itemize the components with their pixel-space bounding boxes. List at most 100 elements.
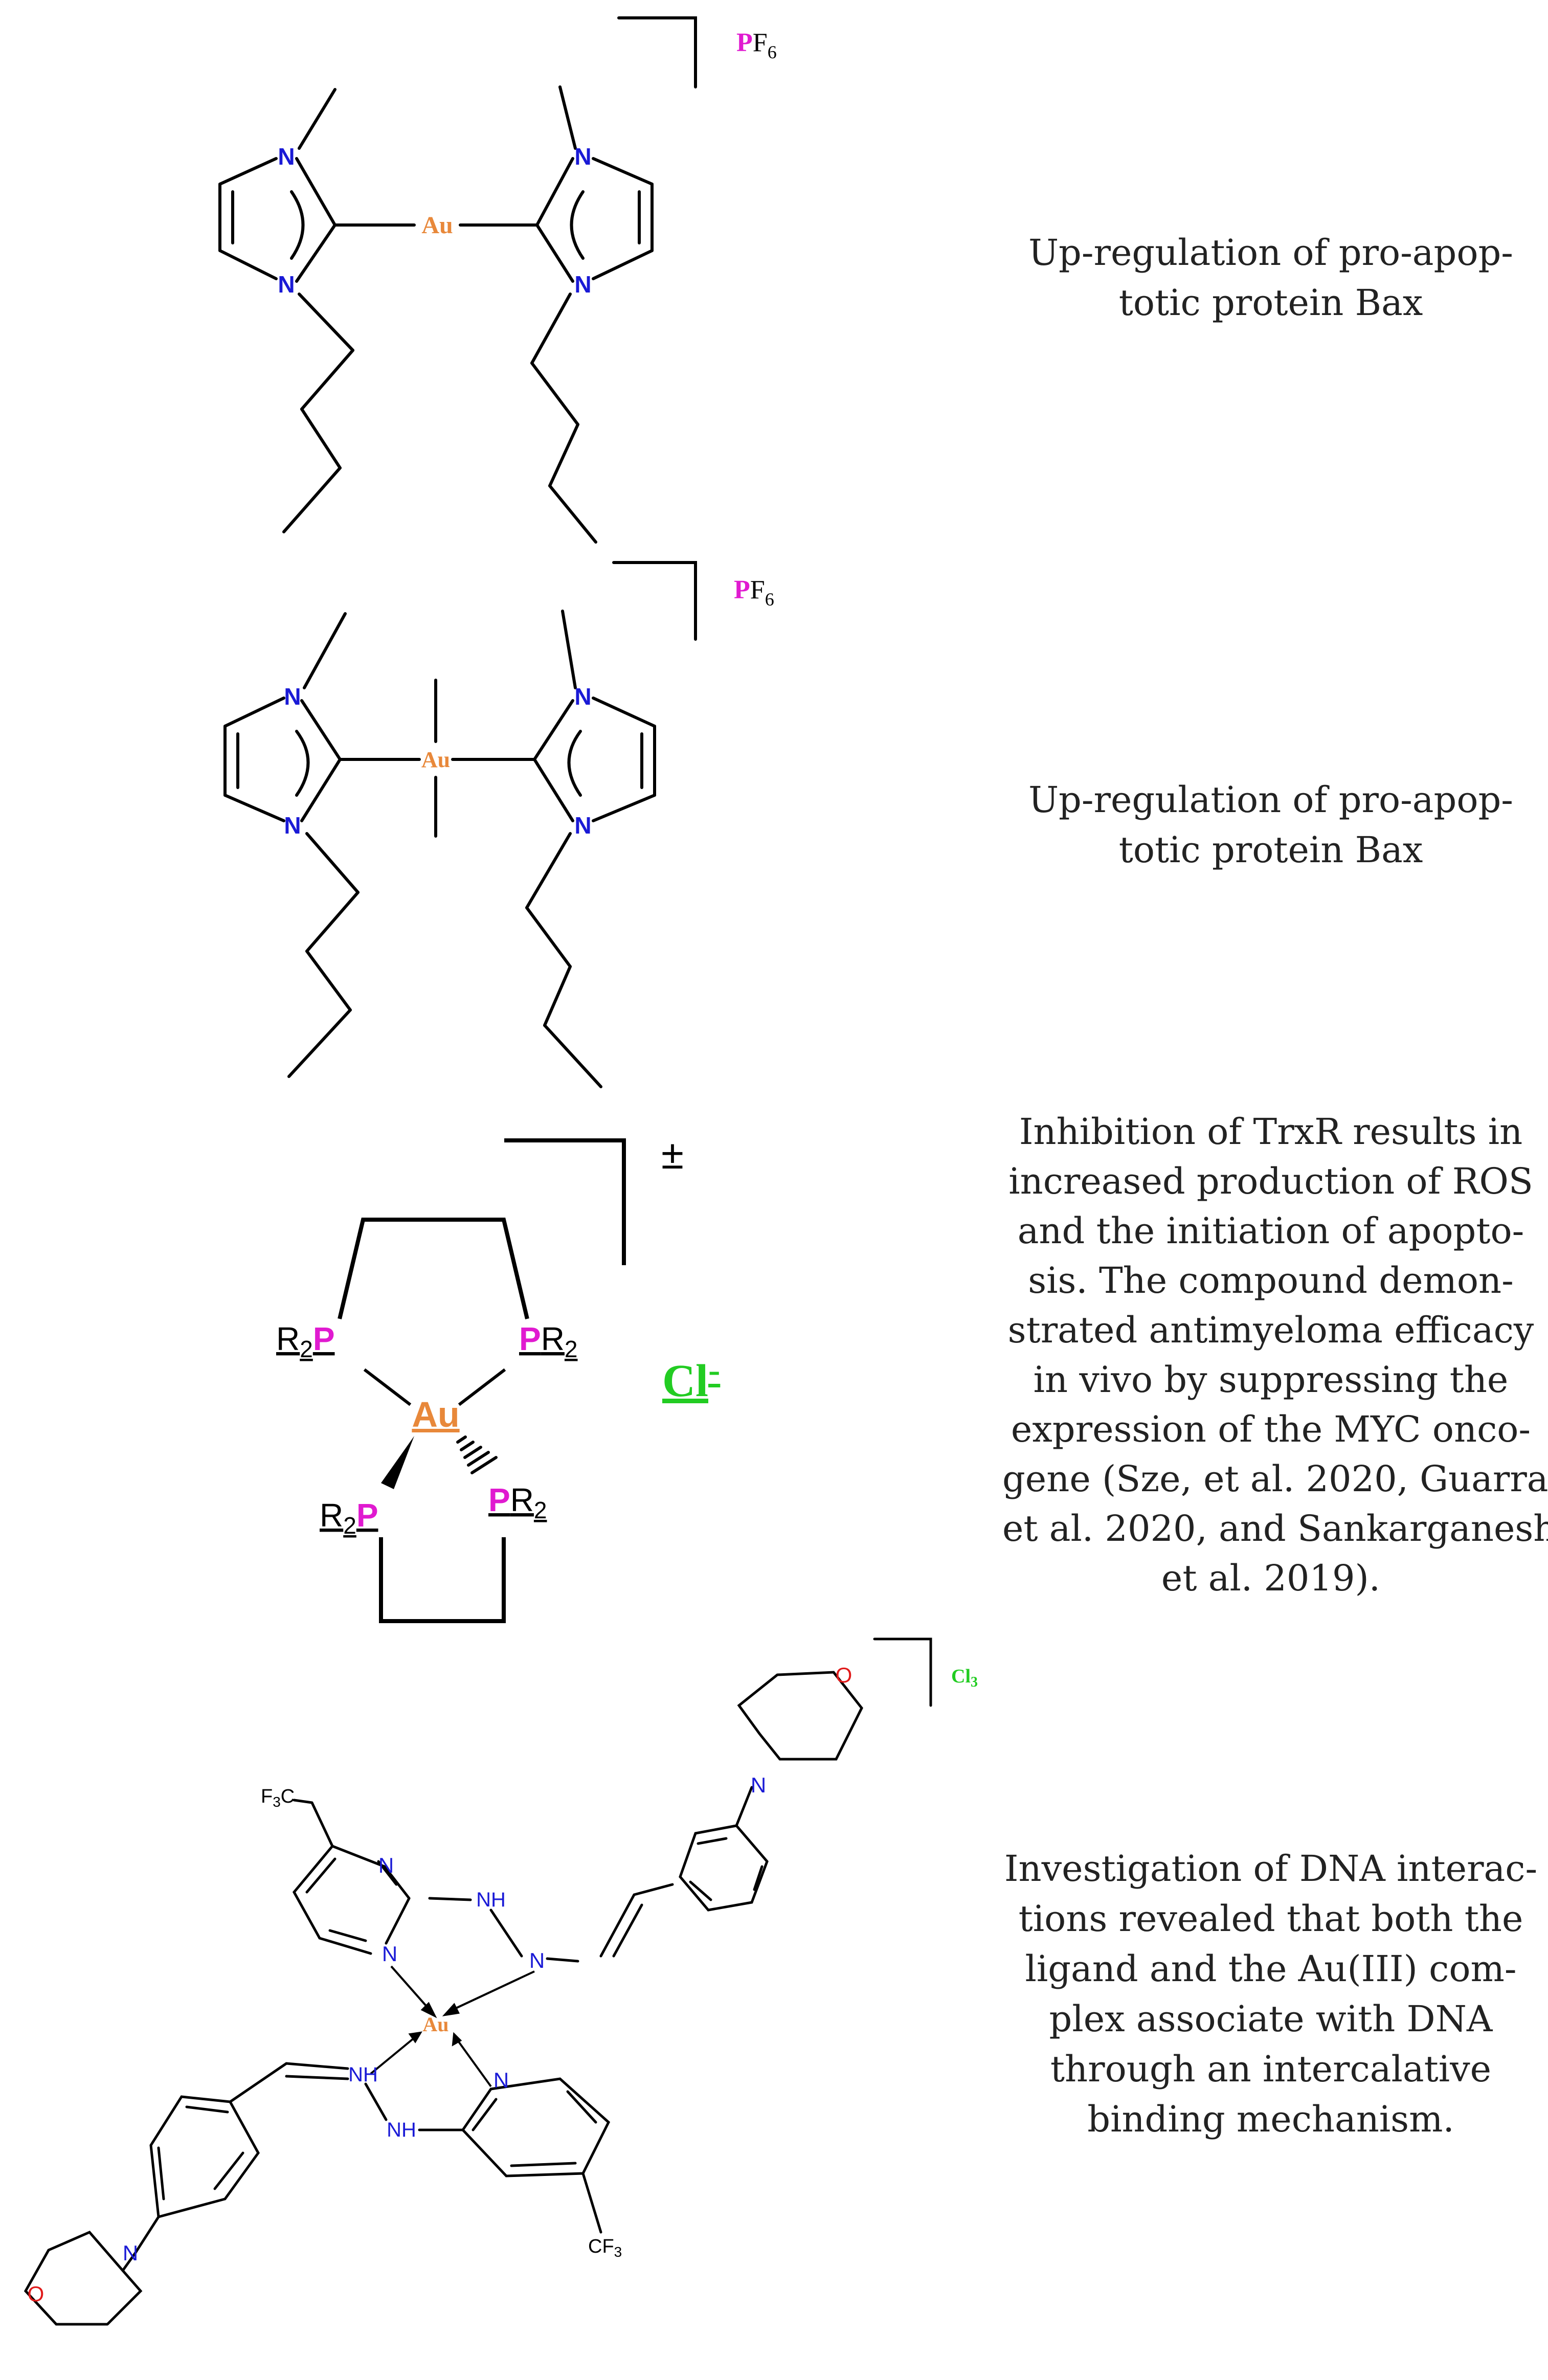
description-line: in vivo by suppressing the: [1033, 1359, 1509, 1401]
nitrogen-label: N: [574, 683, 591, 710]
counterion-f: F: [753, 28, 768, 57]
nitrogen-label: N: [284, 683, 301, 710]
gold-atom-label: Au: [422, 2013, 448, 2036]
description-line: gene (Sze, et al. 2020, Guarra: [1002, 1458, 1548, 1500]
cf3-c: CF: [588, 2236, 614, 2257]
chloride-label: Cl-: [662, 1351, 720, 1406]
chloride-symbol: Cl: [662, 1356, 708, 1406]
description-line: plex associate with DNA: [1049, 1998, 1493, 2040]
panel-3-structure: [338, 1138, 626, 1623]
nitrogen-label: N: [278, 143, 295, 170]
panel-1-atoms: N N N N Au PF6: [278, 28, 776, 298]
description-line: ligand and the Au(III) com-: [1025, 1948, 1517, 1990]
r-sub: 2: [565, 1336, 578, 1362]
nitrogen-label: N: [493, 2068, 509, 2092]
description-line: binding mechanism.: [1087, 2098, 1454, 2140]
description-line: Inhibition of TrxR results in: [1019, 1111, 1523, 1153]
counterion-sub: 6: [765, 589, 774, 610]
description-line: Up-regulation of pro-apop-: [1028, 779, 1513, 821]
r-group: R: [510, 1481, 534, 1518]
description-line: et al. 2019).: [1161, 1557, 1381, 1599]
trifluoromethyl-label: CF3: [588, 2236, 622, 2260]
nh-label: NH: [348, 2063, 378, 2086]
counterion-p: P: [734, 575, 750, 604]
oxygen-label: O: [28, 2282, 44, 2306]
counterion-p: P: [736, 28, 753, 57]
description-line: et al. 2020, and Sankarganesh: [1002, 1508, 1548, 1550]
counterion-label: PF6: [736, 28, 777, 62]
panel-4-atoms: Cl3 O N F3C N NH N N Au NH N NH CF3 N O: [28, 1663, 978, 2306]
cf3-sub: 3: [614, 2244, 622, 2260]
description-line: totic protein Bax: [1118, 829, 1423, 871]
gold-atom-label: Au: [421, 747, 450, 772]
r-sub: 2: [300, 1336, 313, 1362]
counterion-f: F: [750, 575, 765, 604]
gold-atom-label: Au: [412, 1395, 459, 1434]
panel-4-structure: [24, 1637, 932, 2326]
bracket: [612, 561, 697, 641]
counterion-sub: 6: [768, 42, 777, 62]
phosphorus-atom: P: [488, 1481, 510, 1518]
r-sub: 2: [343, 1512, 356, 1539]
panel-2-atoms: N N N N Au PF6: [284, 575, 774, 839]
oxygen-label: O: [836, 1663, 852, 1687]
cf3-f: F: [261, 1786, 273, 1807]
description-line: expression of the MYC onco-: [1011, 1408, 1531, 1450]
charge-label: ±: [661, 1132, 684, 1177]
description-line: tions revealed that both the: [1018, 1898, 1523, 1940]
bracket: [617, 16, 697, 88]
phosphorus-atom: P: [313, 1320, 335, 1357]
phosphorus-atom: P: [519, 1320, 541, 1357]
phosphine-label: PR2: [488, 1481, 547, 1523]
nitrogen-label: N: [574, 143, 591, 170]
nh-label: NH: [387, 2119, 416, 2141]
nitrogen-label: N: [574, 812, 591, 839]
r-sub: 2: [534, 1497, 547, 1523]
nitrogen-label: N: [382, 1942, 397, 1966]
phosphorus-atom: P: [356, 1497, 378, 1534]
panel-3-atoms: ± R2P PR2 Au R2P PR2 Cl-: [276, 1132, 720, 1539]
trifluoromethyl-label: F3C: [261, 1786, 295, 1810]
bracket: [504, 1138, 626, 1265]
counterion-label: PF6: [734, 575, 774, 610]
nitrogen-label: N: [574, 271, 591, 298]
counterion-label: Cl3: [951, 1666, 978, 1690]
panel-1-structure: [218, 16, 697, 544]
bracket: [873, 1637, 932, 1707]
gold-atom-label: Au: [421, 212, 453, 239]
cf3-sub: 3: [273, 1794, 281, 1810]
phosphine-label: R2P: [276, 1320, 335, 1362]
description-line: and the initiation of apopto-: [1017, 1210, 1524, 1252]
description-line: increased production of ROS: [1008, 1160, 1533, 1202]
panel-4-description: Investigation of DNA interac- tions reve…: [1002, 1844, 1539, 2144]
nh-label: NH: [476, 1889, 506, 1911]
phosphine-label: R2P: [320, 1497, 378, 1539]
description-line: strated antimyeloma efficacy: [1007, 1309, 1534, 1351]
counterion-sub: 3: [971, 1674, 978, 1690]
description-line: Investigation of DNA interac-: [1004, 1848, 1538, 1890]
r-group: R: [320, 1497, 343, 1534]
panel-3-description: Inhibition of TrxR results in increased …: [1002, 1107, 1548, 1603]
nitrogen-label: N: [123, 2241, 138, 2265]
description-line: Up-regulation of pro-apop-: [1028, 232, 1513, 274]
description-line: totic protein Bax: [1118, 282, 1423, 324]
nitrogen-label: N: [284, 812, 301, 839]
panel-1-description: Up-regulation of pro-apop- totic protein…: [1002, 228, 1539, 328]
phosphine-label: PR2: [519, 1320, 578, 1362]
cf3-c: C: [281, 1786, 295, 1807]
r-group: R: [541, 1320, 565, 1357]
coordination-arrows: [370, 1965, 535, 2087]
description-line: through an intercalative: [1050, 2048, 1492, 2090]
nitrogen-label: N: [529, 1948, 545, 1972]
chloride-charge: -: [708, 1351, 720, 1390]
panel-2-description: Up-regulation of pro-apop- totic protein…: [1002, 775, 1539, 875]
wedge-bond: [381, 1436, 414, 1489]
hashed-bond: [456, 1435, 498, 1474]
panel-2-structure: [223, 561, 697, 1088]
r-group: R: [276, 1320, 300, 1357]
counterion-cl: Cl: [951, 1666, 971, 1687]
description-line: sis. The compound demon-: [1028, 1260, 1514, 1301]
nitrogen-label: N: [751, 1773, 766, 1797]
